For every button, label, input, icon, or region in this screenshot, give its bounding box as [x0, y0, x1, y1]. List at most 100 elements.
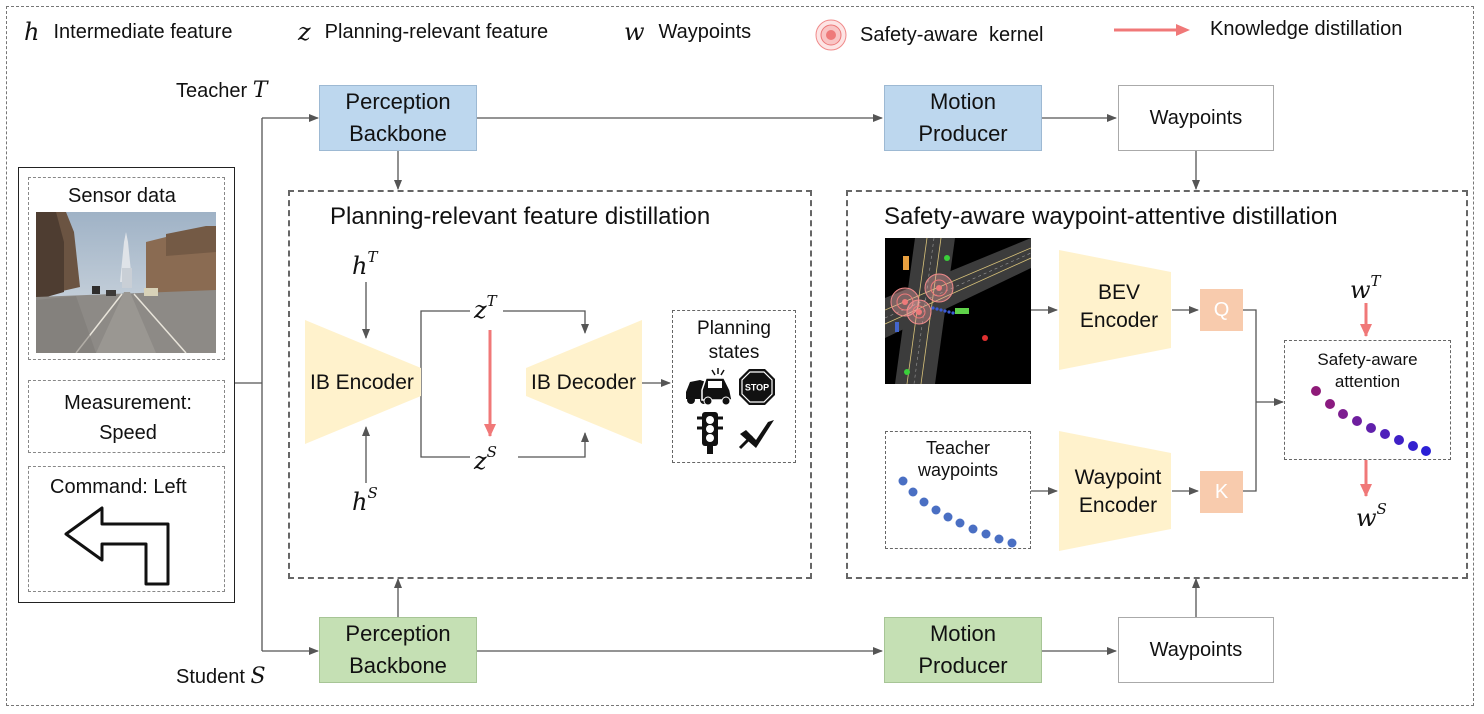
w-teacher-sup: T [1370, 272, 1381, 290]
diagram-border [6, 6, 1474, 706]
legend-kd: Knowledge distillation [1112, 18, 1402, 41]
input-panel [18, 167, 235, 603]
legend-h-symbol: h [24, 18, 40, 46]
kd-arrow-icon [1114, 23, 1190, 36]
student-waypoints-box: Waypoints [1118, 617, 1274, 683]
legend-w-label: Waypoints [658, 20, 752, 43]
planning-states-box [672, 310, 796, 463]
h-teacher: hT [352, 248, 377, 280]
w-teacher: wT [1350, 272, 1381, 304]
bev-encoder-line2: Encoder [1079, 309, 1159, 332]
teacher-label-text: Teacher [176, 80, 248, 102]
attention-waypoint-dots [1311, 386, 1431, 456]
z-student-sup: S [486, 443, 497, 461]
teacher-motion-line1: Motion [929, 89, 997, 114]
teacher-waypoints-text: Teacher waypoints [885, 437, 1031, 481]
feature-distillation-panel [288, 190, 812, 579]
pedestrian-crossing-icon [738, 420, 774, 450]
safety-attention-box [1284, 340, 1451, 460]
h-teacher-sup: T [367, 248, 378, 266]
teacher-waypoints-line2: waypoints [917, 460, 999, 480]
ib-decoder-shape [526, 320, 642, 444]
ib-decoder-label: IB Decoder [531, 371, 637, 394]
teacher-waypoints-panel [885, 431, 1031, 549]
teacher-waypoints-line1: Teacher [925, 438, 991, 458]
legend-w: w Waypoints [624, 18, 751, 46]
planning-states-line1: Planning [697, 318, 771, 339]
student-backbone-line2: Backbone [349, 653, 447, 678]
student-waypoints-label: Waypoints [1149, 639, 1243, 661]
legend-w-symbol: w [624, 18, 645, 46]
turn-left-arrow-icon [64, 506, 170, 586]
bev-encoder-line1: BEV [1097, 281, 1141, 304]
z-teacher: zT [474, 292, 497, 324]
safety-attention-line2: attention [1334, 372, 1401, 391]
ib-encoder-shape [305, 320, 421, 444]
legend-kernel-label: Safety-aware kernel [860, 23, 1044, 46]
waypoint-panel-title: Safety-aware waypoint-attentive distilla… [884, 203, 1338, 230]
bev-map-image [885, 238, 1031, 384]
waypoint-encoder-line2: Encoder [1078, 494, 1158, 517]
measurement-line1: Measurement: [64, 392, 192, 414]
student-label-text: Student [176, 666, 245, 688]
w-student-sup: S [1376, 500, 1387, 518]
h-student-sup: S [367, 484, 378, 502]
stop-sign-icon: STOP [739, 369, 775, 405]
vehicles-icon [686, 368, 733, 406]
w-student: wS [1356, 500, 1387, 532]
bev-encoder-label: BEV Encoder [1077, 279, 1161, 335]
waypoint-encoder-line1: Waypoint [1074, 466, 1162, 489]
teacher-symbol: T [252, 78, 268, 103]
traffic-light-icon [697, 412, 723, 454]
query-box: Q [1200, 289, 1243, 331]
teacher-backbone-line2: Backbone [349, 121, 447, 146]
teacher-backbone-line1: Perception [345, 89, 451, 114]
z-student: zS [474, 443, 497, 475]
teacher-motion-producer: Motion Producer [884, 85, 1042, 151]
teacher-perception-backbone: Perception Backbone [319, 85, 477, 151]
bev-encoder-shape [1059, 250, 1171, 370]
w-teacher-symbol: w [1350, 276, 1371, 304]
teacher-label: Teacher T [176, 78, 267, 103]
legend-h: h Intermediate feature [24, 18, 232, 46]
teacher-waypoints-label: Waypoints [1149, 107, 1243, 129]
teacher-waypoints-box: Waypoints [1118, 85, 1274, 151]
student-motion-producer: Motion Producer [884, 617, 1042, 683]
z-teacher-sup: T [486, 292, 497, 310]
student-motion-line2: Producer [918, 653, 1008, 678]
student-symbol: S [250, 664, 266, 689]
z-student-symbol: z [474, 447, 487, 475]
planning-states-line2: states [708, 342, 760, 363]
z-teacher-symbol: z [474, 296, 487, 324]
waypoint-encoder-shape [1059, 431, 1171, 551]
legend-z-symbol: z [298, 18, 311, 46]
student-backbone-line1: Perception [345, 621, 451, 646]
sensor-data-box [28, 177, 225, 360]
ib-encoder-label: IB Encoder [310, 371, 414, 394]
student-perception-backbone: Perception Backbone [319, 617, 477, 683]
legend-h-label: Intermediate feature [53, 20, 233, 43]
key-box: K [1200, 471, 1243, 513]
safety-attention-label: Safety-aware attention [1284, 349, 1451, 393]
safety-attention-line1: Safety-aware [1317, 350, 1418, 369]
h-teacher-symbol: h [352, 252, 368, 280]
student-label: Student S [176, 664, 266, 689]
safety-kernel-icon [815, 19, 847, 51]
measurement-text: Measurement: Speed [53, 388, 203, 448]
planning-states-label: Planning states [672, 317, 796, 365]
command-label: Command: Left [50, 476, 187, 498]
teacher-motion-line2: Producer [918, 121, 1008, 146]
sensor-data-label: Sensor data [68, 185, 176, 207]
camera-image [36, 212, 216, 353]
student-motion-line1: Motion [929, 621, 997, 646]
measurement-box [28, 380, 225, 453]
feature-panel-title: Planning-relevant feature distillation [330, 203, 711, 230]
legend-kd-label: Knowledge distillation [1210, 18, 1403, 40]
h-student-symbol: h [352, 488, 368, 516]
stop-sign-text: STOP [745, 383, 769, 393]
measurement-line2: Speed [99, 422, 157, 444]
command-box [28, 466, 225, 592]
w-student-symbol: w [1356, 504, 1377, 532]
waypoint-encoder-label: Waypoint Encoder [1066, 464, 1170, 520]
legend-kernel: Safety-aware kernel [814, 18, 1043, 52]
